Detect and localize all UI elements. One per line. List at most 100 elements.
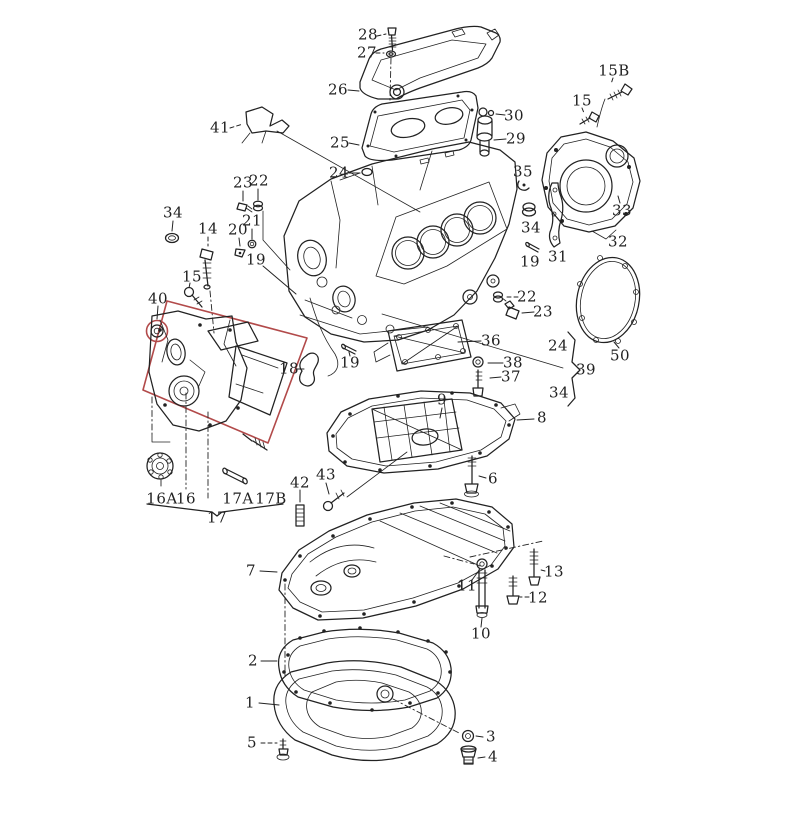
bracket-41 (241, 106, 290, 144)
leader-line-19-23 (262, 265, 297, 295)
part-label-50-41: 50 (609, 346, 631, 365)
leader-line-7-46 (259, 570, 278, 573)
drain-plug-4 (460, 745, 477, 765)
part-label-17-30: 17 (206, 508, 228, 527)
part-label-19-31: 19 (339, 353, 361, 372)
oil-baffle-9 (371, 398, 463, 463)
seal-flange-gasket-50 (575, 255, 641, 344)
part-label-41-4: 41 (209, 118, 231, 137)
part-label-17B-29: 17B (255, 489, 287, 508)
bolt-15b (596, 83, 633, 128)
washer-20 (234, 248, 246, 258)
bolt-12 (506, 575, 520, 605)
leader-line-23-33 (521, 311, 535, 314)
leader-line-30-5 (495, 113, 506, 116)
part-label-18-25: 18 (278, 359, 300, 378)
part-label-34-16: 34 (162, 203, 184, 222)
part-label-19-14: 19 (519, 252, 541, 271)
clip-30 (478, 107, 495, 117)
leader-line-36-34 (457, 340, 482, 343)
part-label-1-52: 1 (244, 693, 256, 712)
part-label-15B-7: 15B (598, 61, 630, 80)
oil-pump-drawing (148, 310, 288, 432)
part-label-40-24: 40 (147, 289, 169, 308)
gasket-31-drawing (548, 182, 564, 248)
leader-line-10-48 (480, 617, 483, 628)
part-label-43-43: 43 (315, 465, 337, 484)
centerline (469, 540, 544, 558)
part-label-22-20: 22 (248, 171, 270, 190)
valve-cover-gasket-drawing (361, 90, 479, 162)
part-label-16A-26: 16A (146, 489, 178, 508)
leader-line-1-52 (258, 702, 280, 706)
bolt-15-left (183, 286, 203, 308)
valve-cover-drawing (359, 25, 501, 100)
leader-line-4-55 (477, 756, 486, 759)
leader-line-15-18 (188, 282, 191, 289)
clip-18 (299, 352, 319, 387)
washer-3 (461, 729, 475, 743)
part-label-8-40: 8 (536, 408, 548, 427)
part-label-24-15: 24 (328, 163, 350, 182)
part-label-31-11: 31 (547, 247, 569, 266)
engine-block-drawing (283, 141, 518, 377)
leader-line-3-54 (475, 735, 484, 738)
windage-tray-36 (373, 319, 472, 372)
leader-line-50-41 (613, 341, 620, 349)
leader-line-11-47 (471, 568, 481, 581)
bolt-5 (276, 738, 290, 761)
centerline (443, 555, 475, 565)
bolt-6 (464, 455, 479, 498)
part-label-34-12: 34 (520, 218, 542, 237)
leader-line-6-45 (478, 475, 487, 479)
leader-line-34-16 (171, 220, 174, 232)
part-label-7-46: 7 (245, 561, 257, 580)
washer-21 (247, 239, 257, 249)
breather-29 (476, 115, 493, 157)
leader-line-15-8 (581, 107, 585, 114)
part-label-13-50: 13 (543, 562, 565, 581)
group-bracket-39 (567, 331, 581, 407)
part-label-25-3: 25 (329, 133, 351, 152)
part-label-10-48: 10 (470, 624, 492, 643)
leader-line-33-9 (617, 195, 621, 204)
part-label-4-55: 4 (487, 747, 499, 766)
leader-line-8-40 (516, 418, 535, 421)
leader-line-40-24 (156, 305, 159, 320)
bolt-23-left (236, 202, 253, 213)
stud-42 (295, 504, 305, 527)
leader-line-28-0 (376, 33, 387, 37)
part-label-6-45: 6 (487, 469, 499, 488)
part-label-14-17: 14 (197, 219, 219, 238)
leader-line-41-4 (229, 123, 244, 129)
part-label-11-47: 11 (456, 576, 478, 595)
part-label-15-18: 15 (181, 267, 203, 286)
part-label-24-37: 24 (547, 336, 569, 355)
group-bracket-17 (146, 503, 284, 517)
part-label-20-21: 20 (227, 220, 249, 239)
part-label-39-38: 39 (575, 360, 597, 379)
part-label-29-6: 29 (505, 129, 527, 148)
part-label-19-23: 19 (245, 250, 267, 269)
part-label-42-44: 42 (289, 473, 311, 492)
bolt-37 (472, 369, 484, 397)
part-label-30-5: 30 (503, 106, 525, 125)
highlight-box (142, 300, 308, 444)
part-label-5-53: 5 (246, 733, 258, 752)
part-label-38-35: 38 (502, 353, 524, 372)
stud-10 (475, 569, 489, 618)
part-label-17A-28: 17A (222, 489, 254, 508)
bolt-14 (199, 248, 214, 290)
gasket-8-drawing (326, 390, 521, 474)
part-label-23-33: 23 (532, 302, 554, 321)
bolt-28 (387, 27, 397, 51)
centerline (392, 698, 460, 734)
part-label-9-42: 9 (436, 390, 448, 409)
part-label-33-9: 33 (611, 201, 633, 220)
part-label-2-51: 2 (247, 651, 259, 670)
part-label-21-22: 21 (241, 211, 263, 230)
pin-17a (222, 467, 248, 485)
dowel-pin-19-bottom (341, 343, 357, 355)
